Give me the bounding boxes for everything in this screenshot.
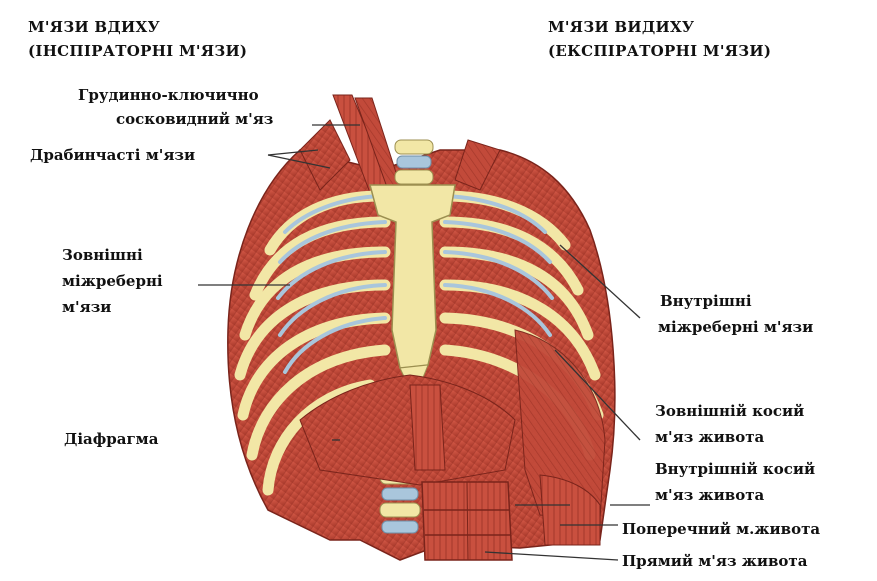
label-internal-intercostal-line1: Внутрішні (660, 292, 752, 311)
label-external-oblique-line1: Зовнішній косий (655, 402, 804, 421)
rectus-abdominis (422, 482, 512, 560)
label-scalene-muscles: Драбинчасті м'язи (30, 146, 195, 165)
label-external-oblique-line2: м'яз живота (655, 428, 764, 447)
expiratory-header-line2: (ЕКСПІРАТОРНІ М'ЯЗИ) (548, 40, 771, 62)
label-internal-oblique-line1: Внутрішній косий (655, 460, 815, 479)
label-transverse-abdominis: Поперечний м.живота (622, 520, 820, 539)
expiratory-header-line1: М'ЯЗИ ВИДИХУ (548, 16, 694, 38)
inspiratory-header-line2: (ІНСПІРАТОРНІ М'ЯЗИ) (28, 40, 247, 62)
inspiratory-header-line1: М'ЯЗИ ВДИХУ (28, 16, 160, 38)
label-internal-intercostal-line2: міжреберні м'язи (658, 318, 813, 337)
label-diaphragm: Діафрагма (64, 430, 158, 449)
label-external-intercostal-line2: міжреберні (62, 272, 163, 291)
label-external-intercostal-line3: м'язи (62, 298, 111, 317)
label-external-intercostal-line1: Зовнішні (62, 246, 143, 265)
label-sternocleidomastoid-line1: Грудинно-ключично (78, 86, 259, 105)
label-sternocleidomastoid-line2: сосковидний м'яз (116, 110, 273, 129)
label-rectus-abdominis: Прямий м'яз живота (622, 552, 807, 571)
label-internal-oblique-line2: м'яз живота (655, 486, 764, 505)
